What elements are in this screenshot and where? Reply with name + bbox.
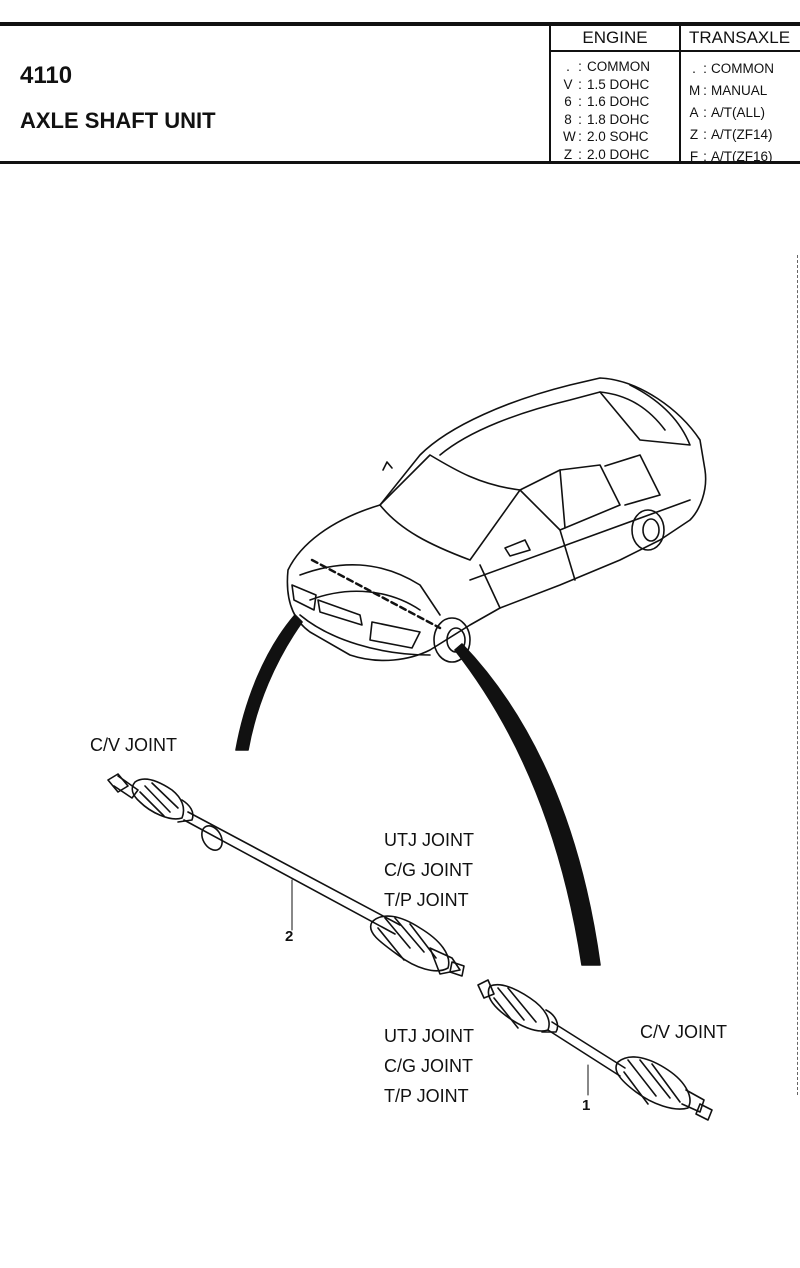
axle-shaft-1	[477, 979, 713, 1121]
engine-row: .:COMMON	[566, 59, 650, 74]
engine-row: Z:2.0 DOHC	[563, 146, 650, 162]
label-cg-joint-lower: C/G JOINT	[384, 1056, 473, 1076]
transaxle-heading: TRANSAXLE	[679, 26, 800, 52]
axle-shaft-2	[107, 773, 465, 977]
label-cg-joint-upper: C/G JOINT	[384, 860, 473, 880]
engine-row: W:2.0 SOHC	[563, 129, 649, 144]
engine-row: 8:1.8 DOHC	[564, 111, 650, 127]
engine-legend: ENGINE .:COMMON V:1.5 DOHC 6:1.6 DOHC 8:…	[549, 26, 681, 164]
engine-row: 6:1.6 DOHC	[564, 94, 650, 109]
transaxle-row: F:A/T(ZF16)	[689, 149, 773, 164]
transaxle-row: .:COMMON	[692, 61, 774, 76]
leader-band-right	[454, 643, 601, 966]
label-tp-joint-lower: T/P JOINT	[384, 1086, 469, 1106]
axle-shaft-diagram	[107, 377, 713, 1121]
label-cv-joint-left: C/V JOINT	[90, 735, 178, 755]
section-title: AXLE SHAFT UNIT	[20, 108, 216, 133]
engine-row: V:1.5 DOHC	[563, 76, 650, 92]
transaxle-legend: TRANSAXLE .:COMMON M:MANUAL A:A/T(ALL) Z…	[679, 26, 800, 164]
transaxle-row: A:A/T(ALL)	[689, 105, 766, 120]
engine-heading: ENGINE	[551, 26, 679, 52]
callout-part-1: 1	[582, 1097, 591, 1114]
header-band: 4110 AXLE SHAFT UNIT ENGINE .:COMMON V:1…	[0, 22, 800, 164]
label-utj-joint-upper: UTJ JOINT	[384, 830, 474, 850]
page-edge-rule	[797, 255, 799, 1095]
leader-band-left	[235, 614, 303, 751]
label-tp-joint-upper: T/P JOINT	[384, 890, 469, 910]
car-illustration	[286, 377, 707, 663]
transaxle-row: Z:A/T(ZF14)	[689, 127, 773, 142]
section-code: 4110	[20, 62, 73, 89]
label-utj-joint-lower: UTJ JOINT	[384, 1026, 474, 1046]
callout-part-2: 2	[285, 928, 294, 945]
transaxle-row: M:MANUAL	[689, 83, 768, 98]
label-cv-joint-right: C/V JOINT	[640, 1022, 728, 1042]
